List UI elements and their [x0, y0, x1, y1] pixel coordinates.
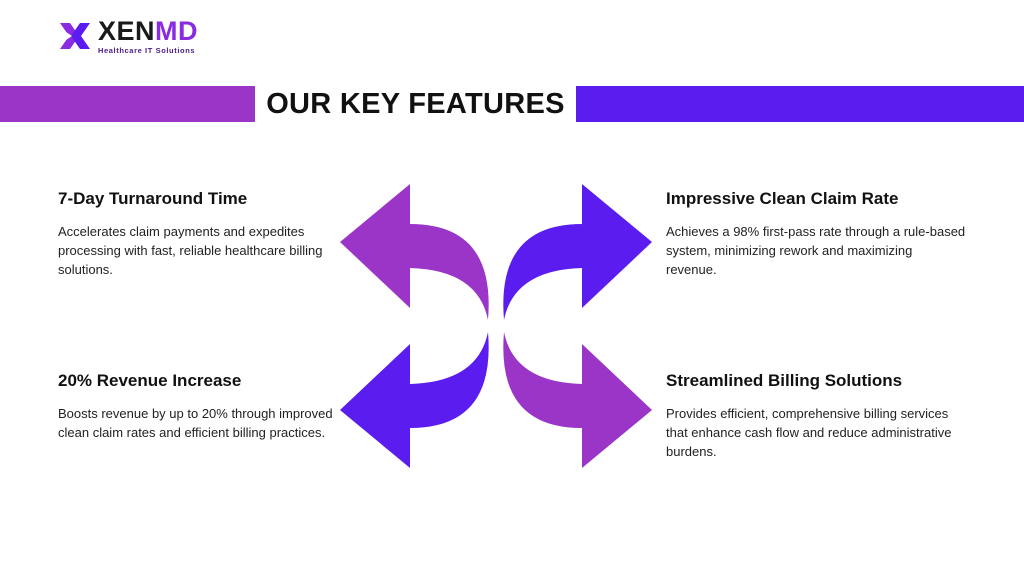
feature-description: Boosts revenue by up to 20% through impr… [58, 406, 333, 440]
feature-description: Accelerates claim payments and expedites… [58, 224, 323, 277]
brand-text: XENMD Healthcare IT Solutions [98, 17, 198, 55]
feature-description: Achieves a 98% first-pass rate through a… [666, 224, 966, 277]
page-title: OUR KEY FEATURES [266, 88, 565, 120]
title-band-right [576, 86, 1024, 122]
feature-clean-claim-rate: Impressive Clean Claim Rate Achieves a 9… [666, 188, 966, 279]
feature-turnaround: 7-Day Turnaround Time Accelerates claim … [58, 188, 358, 279]
xenmd-logo-icon [60, 23, 90, 49]
feature-title: Streamlined Billing Solutions [666, 371, 903, 390]
four-arrows-graphic [340, 184, 652, 468]
brand-name-xen: XEN [98, 16, 156, 46]
arrow-bottom-right-icon [503, 332, 652, 468]
feature-revenue-increase: 20% Revenue Increase Boosts revenue by u… [58, 370, 358, 442]
arrow-top-right-icon [503, 184, 652, 320]
feature-title: 20% Revenue Increase [58, 371, 242, 390]
title-band-left [0, 86, 255, 122]
brand-name-md: MD [155, 16, 199, 46]
brand-logo: XENMD Healthcare IT Solutions [58, 16, 198, 56]
arrow-bottom-left-icon [340, 332, 489, 468]
brand-tagline: Healthcare IT Solutions [98, 46, 196, 55]
feature-description: Provides efficient, comprehensive billin… [666, 406, 952, 459]
brand-name: XENMD [98, 17, 198, 45]
arrow-top-left-icon [340, 184, 489, 320]
feature-title: 7-Day Turnaround Time [58, 189, 248, 208]
feature-title: Impressive Clean Claim Rate [666, 189, 899, 208]
feature-streamlined-billing: Streamlined Billing Solutions Provides e… [666, 370, 966, 461]
